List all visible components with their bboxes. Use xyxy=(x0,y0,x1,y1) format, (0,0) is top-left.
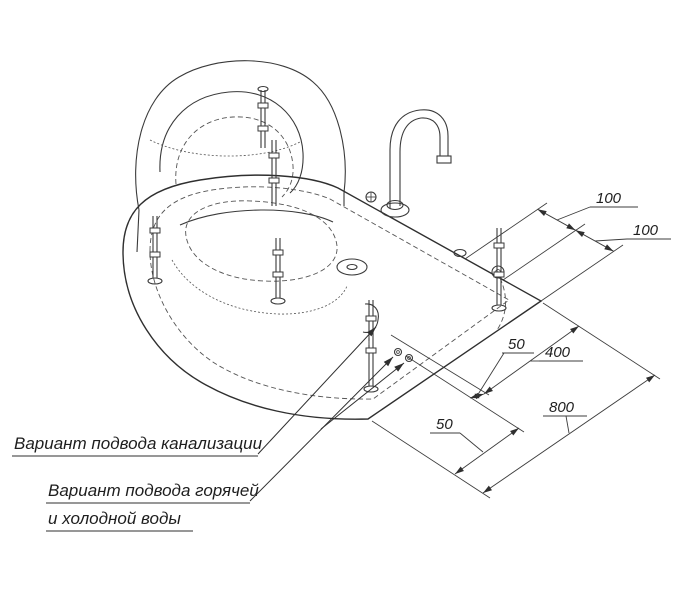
annotation-water-text-line2: и холодной воды xyxy=(48,509,181,528)
dim-label-100-b: 100 xyxy=(633,222,659,239)
deck-fixtures xyxy=(453,248,507,331)
leg-right xyxy=(491,228,507,312)
dim-label-50-mid: 50 xyxy=(508,336,525,353)
dim-label-50-low: 50 xyxy=(436,416,453,433)
annotation-water: Вариант подвода горячей и холодной воды xyxy=(46,356,405,532)
leg-front-center xyxy=(363,300,379,393)
tub-bowl-interior xyxy=(171,200,368,315)
tub-shell-wireframe xyxy=(135,60,346,253)
annotation-water-text-line1: Вариант подвода горячей xyxy=(48,481,259,500)
stud-middle xyxy=(270,238,286,305)
faucet-gooseneck xyxy=(365,109,452,218)
water-point-hot-icon xyxy=(393,347,403,357)
dim-label-100-a: 100 xyxy=(596,190,622,207)
stud-top-a xyxy=(257,85,269,148)
dimension-group-top: 100 100 xyxy=(464,190,671,302)
drain-hole-icon xyxy=(346,263,358,271)
annotation-sewer: Вариант подвода канализации xyxy=(12,326,377,457)
mounting-studs xyxy=(147,85,507,393)
stud-top-b xyxy=(268,140,280,206)
deck-hole-icon xyxy=(453,248,467,258)
dim-label-400: 400 xyxy=(545,344,571,361)
service-connections xyxy=(362,303,414,363)
apron-outline xyxy=(122,174,543,420)
leg-left xyxy=(147,216,163,285)
annotation-sewer-text: Вариант подвода канализации xyxy=(14,434,263,453)
water-point-cold-icon xyxy=(404,353,414,363)
dimension-group-bottom: 50 400 50 800 xyxy=(371,302,661,499)
dim-label-800: 800 xyxy=(549,399,575,416)
